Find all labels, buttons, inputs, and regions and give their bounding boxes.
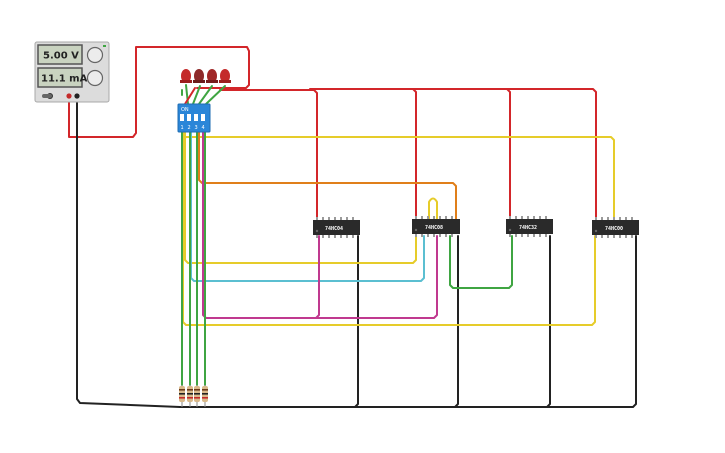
chip-label: 74HC08 [425, 225, 443, 231]
wire-cyan[interactable] [190, 131, 425, 282]
chip-pins [509, 216, 547, 237]
leds [180, 69, 231, 83]
dip-number-1: 1 [181, 125, 184, 131]
dip-number-3: 3 [195, 125, 198, 131]
led-3[interactable] [206, 69, 218, 83]
chip-74hc04[interactable]: 74HC04 [313, 217, 360, 238]
wire-ground-74hc32[interactable] [546, 235, 551, 408]
wire-led-red[interactable] [184, 87, 196, 105]
wire-vcc-74hc00[interactable] [504, 88, 597, 220]
resistor-4[interactable] [202, 385, 208, 407]
resistor-1[interactable] [179, 385, 185, 407]
resistor-3[interactable] [194, 385, 200, 407]
chip-74hc00[interactable]: 74HC00 [592, 217, 639, 238]
wire-vcc-74hc08[interactable] [309, 88, 417, 220]
chip-label: 74HC32 [519, 225, 537, 231]
dip-number-2: 2 [188, 125, 191, 131]
power-supply[interactable]: 5.00 V 11.1 mA [34, 41, 110, 103]
voltage-readout: 5.00 V [43, 51, 79, 62]
chip-label: 74HC00 [605, 226, 623, 232]
chip-pins [415, 216, 453, 237]
dip-number-4: 4 [202, 125, 205, 131]
wire-yellow-top[interactable] [182, 131, 615, 220]
wire-ground-74hc08[interactable] [454, 235, 459, 408]
led-2[interactable] [193, 69, 205, 83]
wire-ground-74hc04[interactable] [354, 235, 359, 408]
chip-pins [595, 217, 633, 238]
positive-terminal[interactable] [66, 93, 72, 99]
wire-vcc-74hc04[interactable] [219, 89, 318, 220]
dip-toggle-2[interactable] [187, 114, 191, 121]
wire-green-chip[interactable] [449, 235, 513, 289]
dip-toggle-4[interactable] [201, 114, 205, 121]
wire-yellow-loop[interactable] [428, 197, 438, 220]
voltage-display [37, 44, 83, 65]
wire-led-green[interactable] [185, 84, 226, 105]
current-readout: 11.1 mA [41, 74, 88, 85]
wire-magenta-b[interactable] [315, 235, 438, 319]
voltage-knob[interactable] [86, 46, 104, 64]
dip-on-label: ON [181, 107, 189, 113]
chip-pins [316, 217, 354, 238]
chip-74hc32[interactable]: 74HC32 [506, 216, 553, 237]
dip-toggle-3[interactable] [194, 114, 198, 121]
led-4[interactable] [219, 69, 231, 83]
power-indicator-icon [103, 45, 106, 47]
current-knob[interactable] [86, 69, 104, 87]
led-1[interactable] [180, 69, 192, 83]
chip-label: 74HC04 [325, 226, 343, 232]
resistor-2[interactable] [187, 385, 193, 407]
dip-switch[interactable]: ON 1 2 3 4 [177, 103, 211, 133]
wire-power-positive[interactable] [68, 46, 250, 138]
wire-power-ground[interactable] [76, 96, 181, 408]
wires [68, 46, 637, 408]
chip-74hc08[interactable]: 74HC08 [412, 216, 460, 237]
dip-toggle-1[interactable] [180, 114, 184, 121]
current-display [37, 67, 83, 88]
resistors [179, 385, 208, 407]
output-switch[interactable] [42, 94, 52, 98]
negative-terminal[interactable] [74, 93, 80, 99]
wire-vcc-74hc32[interactable] [409, 88, 511, 220]
wire-ground-bus[interactable] [179, 235, 637, 408]
wire-magenta-a[interactable] [202, 131, 320, 319]
wire-orange[interactable] [198, 131, 457, 220]
wire-yellow-mid[interactable] [184, 131, 417, 264]
